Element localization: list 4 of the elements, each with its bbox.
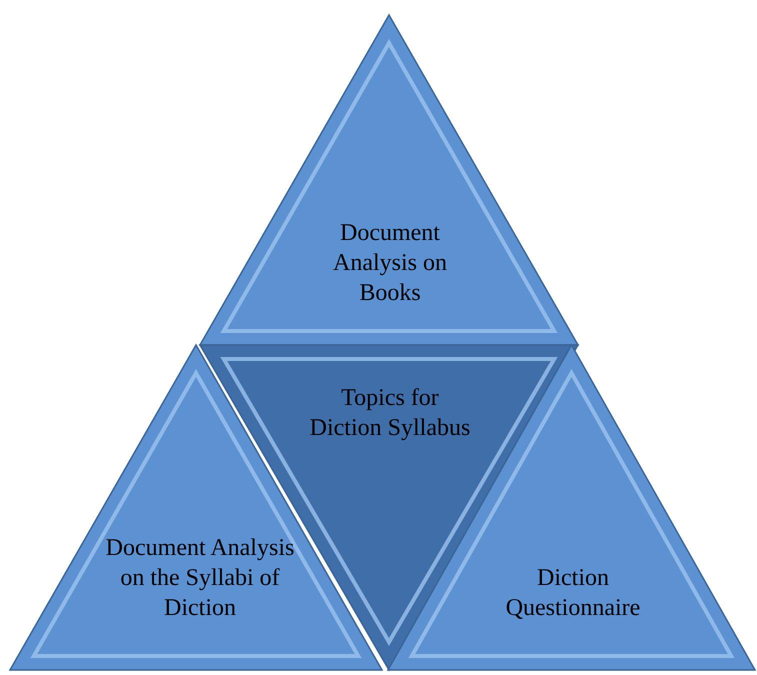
node-text: Diction Questionnaire bbox=[504, 564, 642, 623]
node-text: Topics for Diction Syllabus bbox=[308, 384, 472, 443]
node-text: Document Analysis on Books bbox=[332, 219, 448, 308]
node-text: Document Analysis on the Syllabi of Diction bbox=[105, 534, 295, 623]
